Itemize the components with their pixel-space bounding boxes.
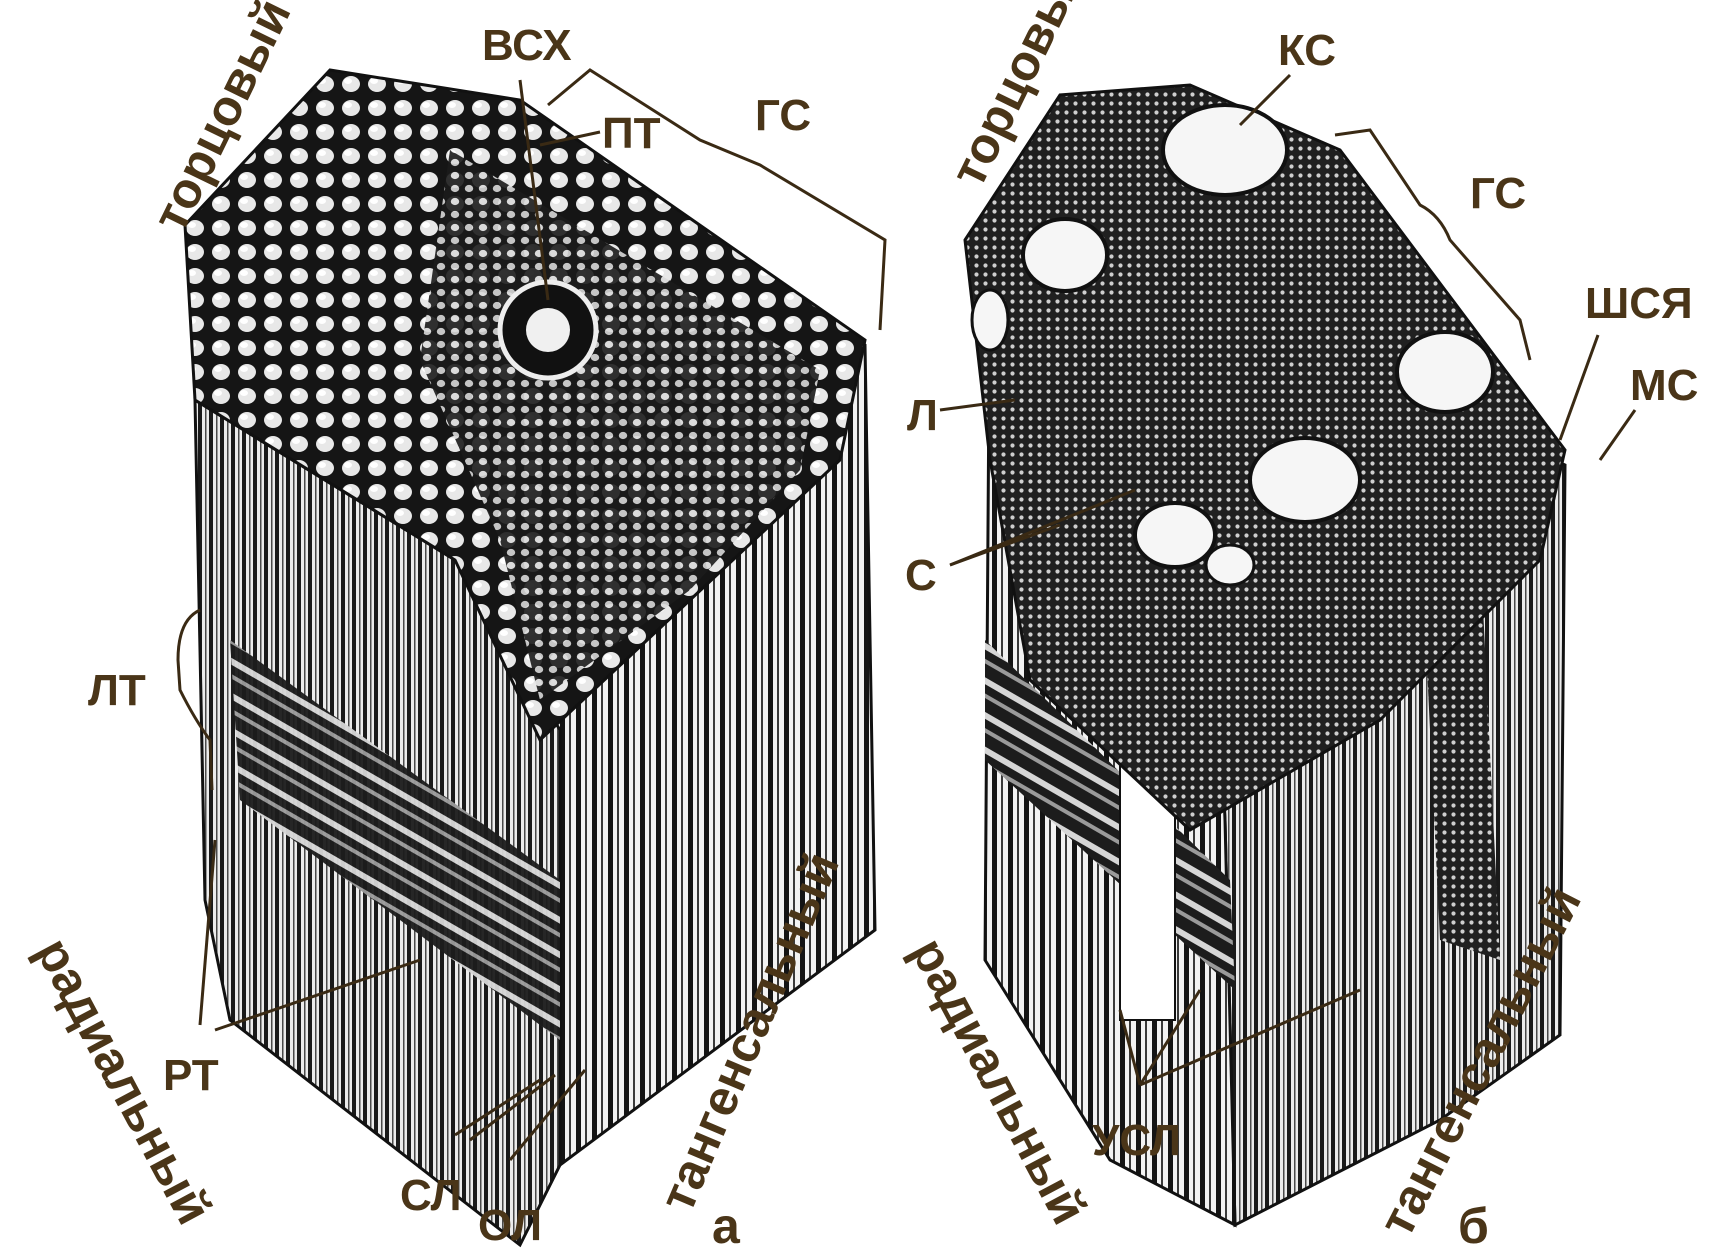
label-b-shsya: ШСЯ <box>1585 279 1693 328</box>
leader-ms <box>1600 410 1635 460</box>
label-b-l: Л <box>907 391 938 440</box>
label-b-usl: УСЛ <box>1092 1116 1181 1165</box>
label-a-ol: ОЛ <box>478 1201 542 1250</box>
block-b-vessel-7 <box>972 290 1008 350</box>
label-a-lt: ЛТ <box>88 666 146 715</box>
block-b-vessel-6 <box>1206 545 1254 585</box>
label-a-vskh: ВСХ <box>482 21 572 70</box>
leader-shsya <box>1560 335 1598 440</box>
label-b-gs: ГС <box>1470 169 1526 218</box>
label-a-rt: РТ <box>163 1051 219 1100</box>
block-a-resin-canal-lumen <box>526 308 570 352</box>
caption-b: б <box>1458 1198 1489 1254</box>
label-b-ks: КС <box>1278 26 1336 75</box>
label-b-s: С <box>905 551 937 600</box>
block-b-vessel-3 <box>1397 332 1493 412</box>
caption-a: а <box>712 1198 741 1254</box>
block-b-vessel-4 <box>1250 438 1360 522</box>
block-a <box>185 70 875 1245</box>
block-b-vessel-1 <box>1163 105 1287 195</box>
label-a-gs: ГС <box>755 91 811 140</box>
block-b-vessel-2 <box>1023 219 1107 291</box>
label-a-pt: ПТ <box>602 109 661 158</box>
label-b-ms: МС <box>1630 361 1698 410</box>
label-a-sl: СЛ <box>400 1171 462 1220</box>
block-b-vessel-5 <box>1135 503 1215 567</box>
